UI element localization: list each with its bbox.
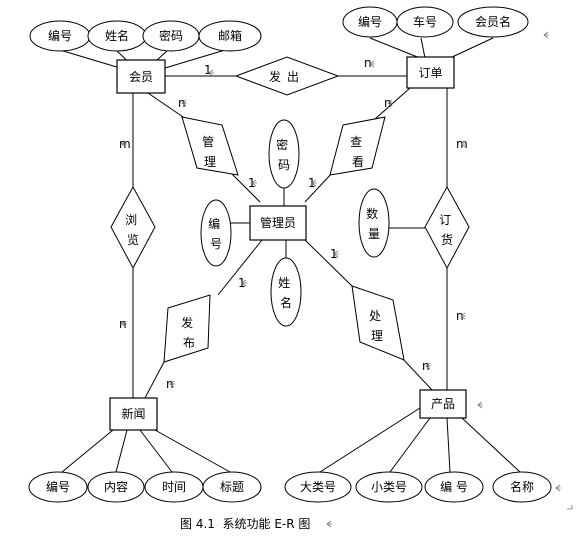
attribute-order-member-name: 会员名 <box>457 6 529 38</box>
attribute-news-content: 内容 <box>87 471 145 503</box>
handle-char-1: 处 <box>369 309 381 323</box>
attribute-news-time-label: 时间 <box>162 480 186 494</box>
attribute-news-id: 编号 <box>28 471 88 503</box>
attribute-member-email: 邮箱 <box>198 20 262 52</box>
attribute-order-car-number-label: 车号 <box>413 14 437 29</box>
entity-order: 订单 <box>406 56 455 89</box>
attribute-product-id: 编 号 <box>424 471 484 503</box>
publish-char-2: 布 <box>183 336 195 350</box>
attribute-product-name-label: 名称 <box>510 479 534 494</box>
order-goods-char-2: 货 <box>441 232 453 247</box>
attribute-member-id-label: 编号 <box>48 28 72 43</box>
entity-product-label: 产品 <box>431 397 455 411</box>
entity-news: 新闻 <box>109 397 158 431</box>
relationship-order-goods: 订 货 <box>424 185 470 270</box>
order-goods-char-1: 订 <box>439 213 451 227</box>
attribute-member-name-label: 姓名 <box>105 28 129 43</box>
admin-name-char-1: 姓 <box>278 276 290 290</box>
attribute-product-major-class: 大类号 <box>284 471 352 503</box>
attribute-order-car-number: 车号 <box>396 6 454 38</box>
entity-member-label: 会员 <box>129 70 153 84</box>
relationship-manage: 管 理 <box>181 116 239 176</box>
relationship-browse-label: 浏 览 <box>125 213 141 247</box>
view-char-1: 查 <box>350 135 362 149</box>
attribute-news-content-label: 内容 <box>104 479 128 494</box>
relationship-issue: 发出 <box>234 56 340 96</box>
admin-password-char-1: 密 <box>276 137 288 152</box>
publish-char-1: 发 <box>181 315 193 330</box>
attribute-product-major-class-label: 大类号 <box>300 480 336 494</box>
admin-id-char-1: 编 <box>208 216 220 231</box>
attribute-member-password: 密码 <box>142 20 200 52</box>
manage-char-2: 理 <box>204 155 216 169</box>
attribute-order-member-name-label: 会员名 <box>475 14 511 29</box>
quantity-char-1: 数 <box>366 206 378 221</box>
relationship-view: 查 看 <box>329 116 386 176</box>
entity-product: 产品 <box>419 389 467 419</box>
attribute-member-password-label: 密码 <box>159 28 183 43</box>
relationship-order-goods-label: 订 货 <box>439 213 455 247</box>
attribute-news-title: 标题 <box>202 471 262 503</box>
admin-id-char-2: 号 <box>210 237 222 251</box>
relationship-publish: 发 布 <box>163 294 211 363</box>
entity-news-label: 新闻 <box>121 406 145 421</box>
attribute-admin-name-label: 姓 名 <box>278 276 294 310</box>
attribute-member-name: 姓名 <box>87 20 147 52</box>
relationship-view-label: 查 看 <box>350 135 366 169</box>
attribute-news-title-label: 标题 <box>220 480 244 494</box>
attribute-member-email-label: 邮箱 <box>218 28 242 43</box>
relationship-publish-label: 发 布 <box>181 315 197 350</box>
entity-order-label: 订单 <box>418 66 442 80</box>
attribute-product-id-label: 编 号 <box>440 479 468 494</box>
attribute-order-id-label: 编号 <box>358 14 382 29</box>
cardinality-product-order-goods: n <box>456 309 464 323</box>
handle-char-2: 理 <box>371 329 383 343</box>
attribute-admin-id: 编 号 <box>200 199 232 267</box>
connector-lines <box>59 37 521 473</box>
attribute-news-time: 时间 <box>144 471 204 503</box>
cardinality-order-issue: n <box>364 56 372 70</box>
quantity-char-2: 量 <box>368 227 380 241</box>
view-char-2: 看 <box>352 155 364 169</box>
figure-caption: 图 4.1 系统功能 E-R 图 <box>180 517 310 531</box>
admin-password-char-2: 码 <box>278 158 290 172</box>
paragraph-marks <box>121 31 573 528</box>
relationship-handle-label: 处 理 <box>369 309 385 343</box>
attribute-member-id: 编号 <box>29 20 91 52</box>
cardinality-member-issue: 1 <box>204 63 212 77</box>
relationship-browse: 浏 览 <box>110 185 156 270</box>
attribute-admin-password-label: 密 码 <box>276 137 292 172</box>
relationship-manage-label: 管 理 <box>202 134 218 169</box>
attribute-product-name: 名称 <box>492 471 552 503</box>
browse-char-1: 浏 <box>125 213 137 227</box>
browse-char-2: 览 <box>127 232 139 247</box>
entity-admin-label: 管理员 <box>260 215 296 230</box>
relationship-issue-label: 发出 <box>269 69 305 84</box>
relationship-handle: 处 理 <box>351 285 405 361</box>
attribute-order-goods-quantity: 数 量 <box>358 188 390 258</box>
attribute-product-minor-class-label: 小类号 <box>371 480 407 494</box>
attribute-order-goods-quantity-label: 数 量 <box>366 206 382 241</box>
entity-admin: 管理员 <box>249 205 307 241</box>
attribute-news-id-label: 编号 <box>46 479 70 494</box>
admin-name-char-2: 名 <box>280 295 292 310</box>
attribute-admin-password: 密 码 <box>268 119 300 189</box>
attribute-admin-name: 姓 名 <box>270 257 302 327</box>
attribute-order-id: 编号 <box>342 6 398 38</box>
attribute-product-minor-class: 小类号 <box>355 471 423 503</box>
manage-char-1: 管 <box>202 134 214 149</box>
attribute-admin-id-label: 编 号 <box>208 216 224 251</box>
entity-member: 会员 <box>116 59 166 94</box>
